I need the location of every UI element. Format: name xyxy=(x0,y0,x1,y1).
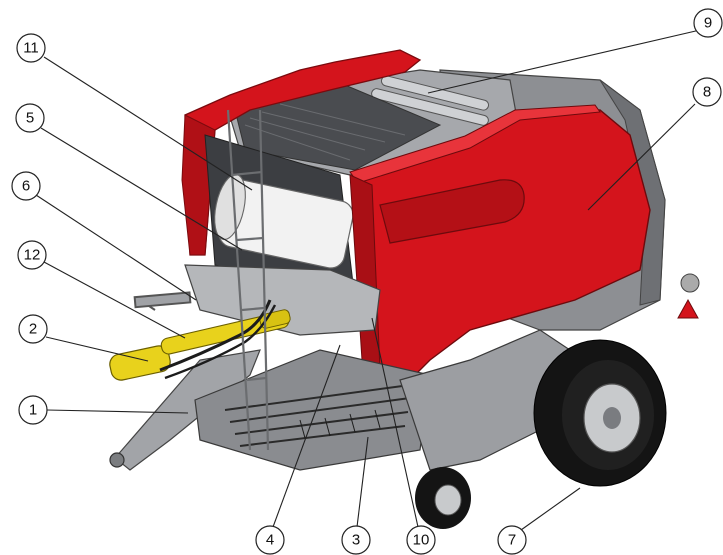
baler-illustration xyxy=(109,49,700,529)
drawbar xyxy=(114,349,261,471)
callout-12: 12 xyxy=(17,240,47,270)
callout-2: 2 xyxy=(18,314,48,344)
tail-light xyxy=(677,273,700,319)
callout-9: 9 xyxy=(693,8,723,38)
leader-2 xyxy=(45,336,149,362)
callout-1-label: 1 xyxy=(29,402,37,419)
callout-10: 10 xyxy=(406,525,436,555)
main-wheel xyxy=(533,339,667,487)
callout-7: 7 xyxy=(497,525,527,555)
jack-stand xyxy=(133,291,192,311)
callout-3: 3 xyxy=(341,525,371,555)
callouts: 11 5 6 12 2 1 4 3 xyxy=(11,8,723,555)
callout-11-label: 11 xyxy=(23,40,39,57)
pickup-tines xyxy=(224,384,411,447)
callout-8: 8 xyxy=(692,77,722,107)
hydraulic-hoses xyxy=(159,299,272,372)
callout-8-label: 8 xyxy=(703,84,711,101)
hitch-eye xyxy=(109,452,125,468)
leader-4 xyxy=(272,344,341,528)
leader-11 xyxy=(43,56,253,191)
callout-5: 5 xyxy=(15,103,45,133)
callout-3-label: 3 xyxy=(352,532,360,549)
callout-1: 1 xyxy=(18,395,48,425)
callout-5-label: 5 xyxy=(26,110,34,127)
callout-6: 6 xyxy=(11,171,41,201)
callout-11: 11 xyxy=(16,33,46,63)
callout-2-label: 2 xyxy=(29,321,37,338)
callout-4-label: 4 xyxy=(266,532,274,549)
leader-9 xyxy=(427,29,701,94)
callout-4: 4 xyxy=(255,525,285,555)
leader-3 xyxy=(356,436,369,528)
leader-6 xyxy=(35,194,197,301)
leader-5 xyxy=(40,127,243,251)
pickup-teeth xyxy=(299,409,381,439)
door-top-bevel xyxy=(349,104,601,184)
callout-6-label: 6 xyxy=(22,178,30,195)
callout-7-label: 7 xyxy=(508,532,516,549)
access-ladder xyxy=(226,109,270,451)
callout-10-label: 10 xyxy=(413,532,430,549)
door-handle-recess xyxy=(379,179,525,244)
callout-9-label: 9 xyxy=(704,15,712,32)
support-wheel xyxy=(415,467,471,529)
leader-lines xyxy=(35,29,701,531)
leader-1 xyxy=(46,409,189,414)
leader-12 xyxy=(43,261,186,339)
callout-12-label: 12 xyxy=(24,247,41,264)
net-roll xyxy=(214,174,354,269)
leader-10 xyxy=(371,317,419,528)
leader-8 xyxy=(587,103,696,211)
leader-7 xyxy=(520,487,581,531)
belt-lines xyxy=(244,103,406,161)
